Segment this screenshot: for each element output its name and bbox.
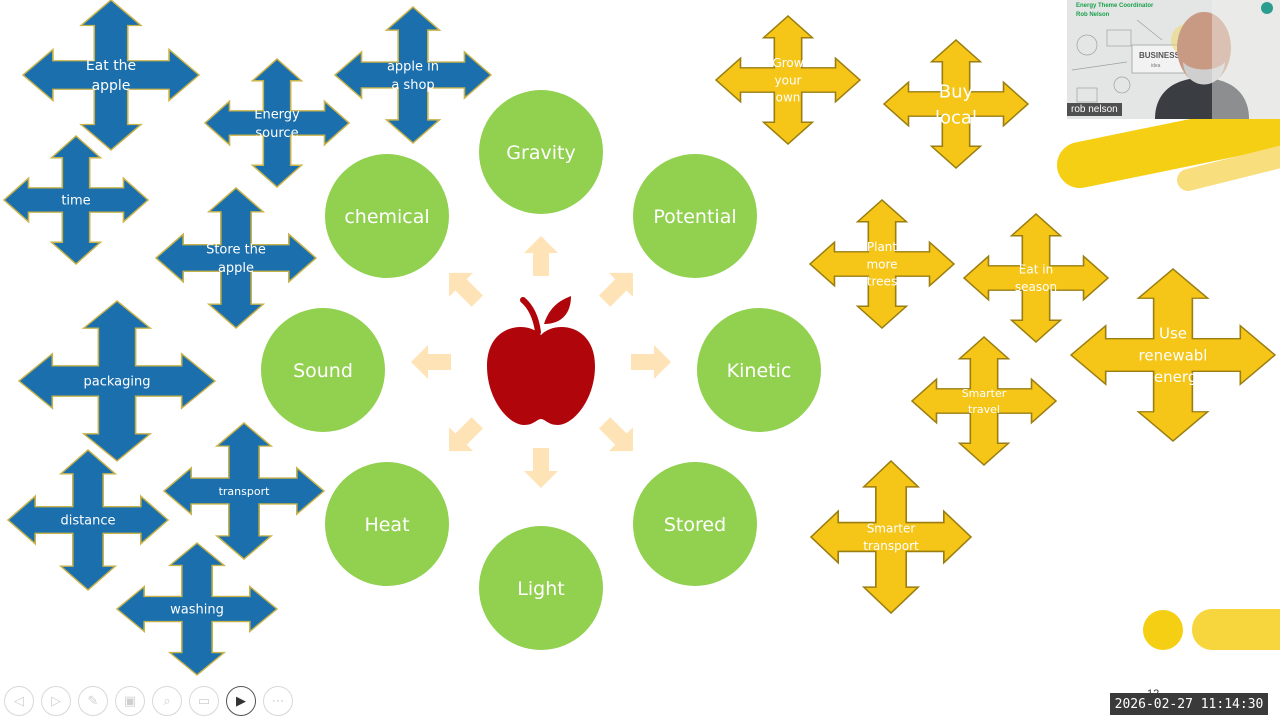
energy-circle-potential: Potential	[633, 154, 757, 278]
shape-label: Plant	[867, 240, 898, 254]
blue-shape-distance: distance	[8, 450, 168, 590]
arrow-shape	[411, 345, 451, 379]
shape-label: Use	[1159, 325, 1187, 343]
shape-label: trees	[867, 275, 897, 289]
shape-label: washing	[170, 603, 224, 618]
shape-label: your	[775, 73, 802, 87]
shape-label: apple in	[387, 59, 439, 74]
blue-shape-packaging: packaging	[19, 301, 215, 461]
energy-circle-light: Light	[479, 526, 603, 650]
shape-label: Eat in	[1019, 263, 1053, 277]
circle-label: Heat	[364, 514, 409, 536]
participant-name: rob nelson	[1067, 103, 1122, 116]
yellow-shape-grow-your-own: Grow your own	[716, 16, 860, 144]
circle-label: chemical	[344, 206, 429, 228]
circle-label: Light	[517, 578, 564, 600]
video-header-line1: Energy Theme Coordinator	[1076, 3, 1154, 9]
blue-shape-transport: transport	[164, 423, 324, 559]
previous-icon[interactable]: ◁	[4, 686, 34, 716]
camera-icon[interactable]: ▶	[226, 686, 256, 716]
shape-label: renewabl	[1139, 346, 1208, 364]
blue-shape-apple-in-a-shop: apple in a shop	[335, 7, 491, 143]
shape-label: travel	[968, 403, 1000, 416]
shape-label: Grow	[772, 56, 803, 70]
blue-shape-time: time	[4, 136, 148, 264]
arrow-shape	[524, 236, 558, 276]
shape-label: local	[935, 108, 977, 129]
energy-circle-gravity: Gravity	[479, 90, 603, 214]
webcam-feed: BUSINESS idea	[1067, 0, 1280, 119]
svg-text:BUSINESS: BUSINESS	[1139, 51, 1181, 60]
yellow-shape-plant-more-trees: Plant more trees	[810, 200, 954, 328]
next-icon[interactable]: ▷	[41, 686, 71, 716]
shape-label: a shop	[391, 78, 434, 93]
zoom-icon[interactable]: ⌕	[152, 686, 182, 716]
radial-arrows	[411, 236, 671, 488]
energy-circle-heat: Heat	[325, 462, 449, 586]
arrow-shape	[599, 417, 633, 452]
presentation-toolbar: ◁▷✎▣⌕▭▶⋯	[4, 686, 293, 716]
energy-circle-kinetic: Kinetic	[697, 308, 821, 432]
energy-circle-sound: Sound	[261, 308, 385, 432]
slides-icon[interactable]: ▣	[115, 686, 145, 716]
shape-label: Buy	[939, 81, 974, 102]
yellow-shape-smarter-transport: Smarter transport	[811, 461, 971, 613]
decorative-swoosh	[1057, 100, 1280, 650]
yellow-shape-smarter-travel: Smarter travel	[912, 337, 1056, 465]
energy-circle-chemical: chemical	[325, 154, 449, 278]
shape-label: distance	[60, 514, 115, 529]
shape-label: Eat the	[86, 58, 136, 74]
subtitles-icon[interactable]: ▭	[189, 686, 219, 716]
shape-label: e energy	[1140, 368, 1206, 386]
blue-shape-store-the-apple: Store the apple	[156, 188, 316, 328]
blue-shape-energy-source: Energy source	[205, 59, 349, 187]
yellow-shape-eat-in-season: Eat in season	[964, 214, 1108, 342]
shape-label: transport	[219, 485, 271, 498]
energy-circle-stored: Stored	[633, 462, 757, 586]
yellow-shape-use-renewable-energy: Use renewabl e energy	[1071, 269, 1275, 441]
arrow-shape	[524, 448, 558, 488]
arrow-shape	[599, 272, 633, 307]
shape-label: transport	[863, 539, 919, 553]
shape-label: Smarter	[962, 387, 1007, 400]
shape-label: Store the	[206, 242, 266, 257]
shape-label: season	[1015, 280, 1057, 294]
circle-label: Potential	[653, 206, 736, 228]
shape-label: apple	[218, 261, 254, 276]
svg-text:idea: idea	[1151, 63, 1161, 69]
shape-label: time	[61, 194, 90, 209]
pen-icon[interactable]: ✎	[78, 686, 108, 716]
arrow-shape	[449, 417, 483, 452]
arrow-shape	[631, 345, 671, 379]
shape-label: source	[255, 126, 298, 141]
blue-shape-eat-the-apple: Eat the apple	[23, 0, 199, 150]
video-header-line2: Rob Nelson	[1076, 12, 1110, 18]
shape-label: own	[776, 91, 801, 105]
shape-label: packaging	[84, 375, 151, 390]
blue-shape-washing: washing	[117, 543, 277, 675]
apple-icon	[487, 296, 595, 425]
circle-label: Kinetic	[727, 360, 792, 382]
shape-label: Energy	[254, 107, 300, 122]
circle-label: Sound	[293, 360, 353, 382]
circle-label: Stored	[664, 514, 726, 536]
shape-label: Smarter	[867, 522, 916, 536]
timestamp-overlay: 2026-02-27 11:14:30	[1110, 693, 1268, 715]
video-thumbnail[interactable]: BUSINESS idea Energy Theme Coordinator R…	[1067, 0, 1280, 119]
shape-label: more	[866, 257, 897, 271]
yellow-shape-buy-local: Buy local	[884, 40, 1028, 168]
arrow-shape	[449, 272, 483, 307]
shape-label: apple	[92, 78, 131, 94]
more-icon[interactable]: ⋯	[263, 686, 293, 716]
circle-label: Gravity	[506, 142, 575, 164]
